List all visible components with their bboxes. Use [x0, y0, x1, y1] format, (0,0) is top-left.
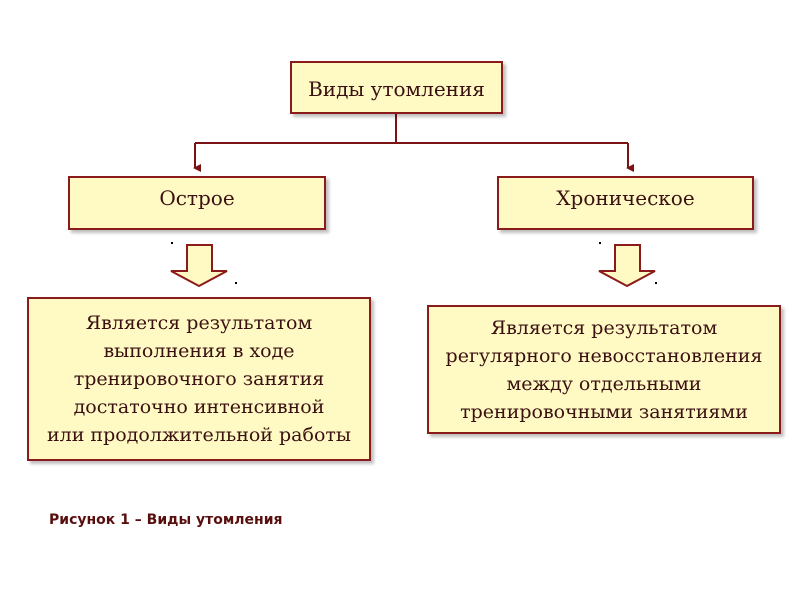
dot-marker — [599, 242, 601, 244]
acute-node-label: Острое — [159, 186, 235, 210]
left-down-block-arrow — [170, 244, 228, 288]
acute-description-box: Является результатом выполнения в ходе т… — [27, 297, 371, 461]
dot-marker — [171, 242, 173, 244]
chronic-description-text: Является результатом регулярного невосст… — [445, 316, 763, 423]
root-node: Виды утомления — [290, 61, 503, 114]
acute-description-text: Является результатом выполнения в ходе т… — [46, 312, 352, 446]
chronic-node-label: Хроническое — [556, 186, 695, 210]
chronic-description-box: Является результатом регулярного невосст… — [427, 305, 781, 434]
dot-marker — [655, 282, 657, 284]
root-node-label: Виды утомления — [308, 76, 485, 101]
acute-node: Острое — [68, 176, 326, 230]
right-down-block-arrow — [598, 244, 656, 288]
chronic-node: Хроническое — [497, 176, 754, 230]
figure-caption: Рисунок 1 – Виды утомления — [49, 512, 283, 528]
dot-marker — [235, 282, 237, 284]
